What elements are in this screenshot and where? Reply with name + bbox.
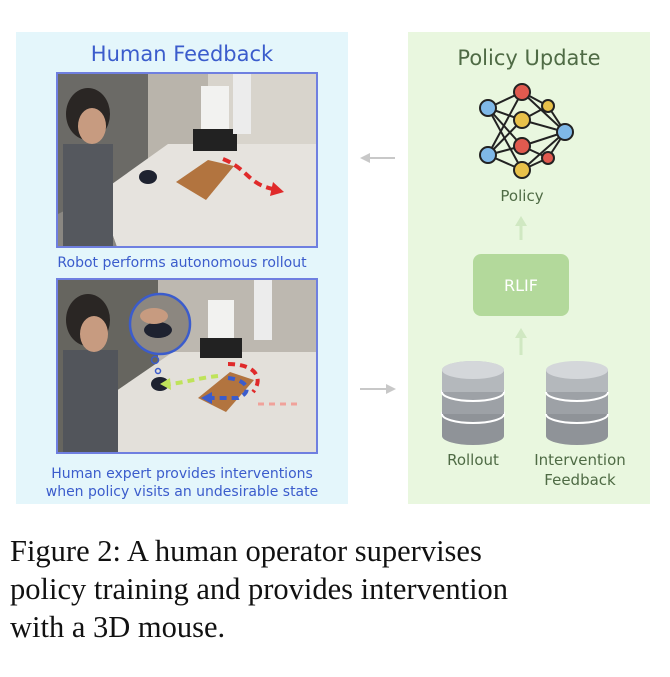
policy-update-title: Policy Update [457,46,601,70]
policy-label: Policy [500,187,544,205]
arrow-to-human-feedback [360,153,395,163]
intervention-label-line1: Intervention [534,451,626,469]
figure-caption-line1: Figure 2: A human operator supervises [10,534,482,568]
figure-caption-line2: policy training and provides interventio… [10,572,509,606]
arrow-rollout-to-rlif [515,328,527,355]
intervention-label-line2: Feedback [544,471,616,489]
rlif-box: RLIF [473,254,569,316]
rollout-caption: Robot performs autonomous rollout [57,255,307,271]
figure-caption-line3: with a 3D mouse. [10,610,226,644]
neural-network-icon [479,83,574,179]
intervention-caption-line2: when policy visits an undesirable state [45,484,319,500]
rlif-label: RLIF [504,275,538,295]
arrow-to-policy-update [360,384,396,394]
intervention-caption: Human expert provides interventions when… [16,465,348,501]
arrow-rlif-to-policy [515,216,527,240]
figure-caption: Figure 2: A human operator supervises po… [10,532,666,646]
intervention-feedback-label: Intervention Feedback [522,450,638,490]
intervention-database-icon [545,361,609,445]
human-intervention-photo [56,278,318,454]
intervention-caption-line1: Human expert provides interventions [51,466,313,482]
rollout-database-icon [441,361,505,445]
rollout-label: Rollout [447,451,499,469]
autonomous-rollout-photo [56,72,318,248]
human-feedback-title: Human Feedback [90,42,274,66]
